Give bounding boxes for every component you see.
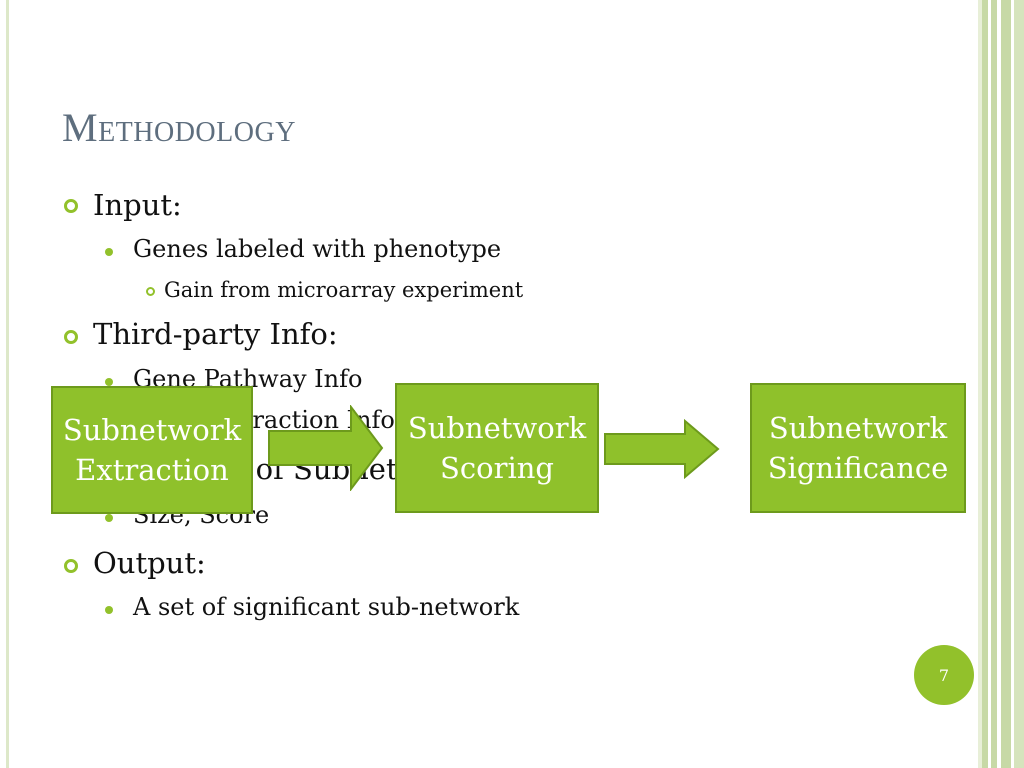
bullet-l1: Third-party Info: bbox=[93, 317, 338, 351]
ring-bullet-icon bbox=[146, 287, 155, 296]
right-arrow-icon bbox=[268, 405, 384, 491]
flow-step-extraction: Subnetwork Extraction bbox=[51, 386, 253, 514]
flow-step-line: Scoring bbox=[440, 451, 554, 485]
stripe bbox=[988, 0, 991, 768]
dot-bullet-icon bbox=[105, 606, 113, 614]
ring-bullet-icon bbox=[64, 330, 78, 344]
bullet-l2: Genes labeled with phenotype bbox=[133, 235, 502, 263]
page-number-badge: 7 bbox=[914, 645, 974, 705]
ring-bullet-icon bbox=[64, 559, 78, 573]
bullet-l1: Input: bbox=[93, 188, 182, 222]
dot-bullet-icon bbox=[105, 248, 113, 256]
flow-step-line: Subnetwork bbox=[768, 411, 948, 445]
stripe bbox=[978, 0, 982, 768]
flow-step-line: Significance bbox=[767, 451, 949, 485]
stripe bbox=[1014, 0, 1024, 768]
slide-title: Methodology bbox=[62, 105, 296, 150]
ring-bullet-icon bbox=[64, 199, 78, 213]
stripe bbox=[997, 0, 1001, 768]
right-arrow-icon bbox=[604, 419, 720, 479]
decor-left-line bbox=[6, 0, 9, 768]
flow-step-line: Subnetwork bbox=[62, 413, 242, 447]
flow-step-line: Subnetwork bbox=[407, 411, 587, 445]
stripe bbox=[982, 0, 988, 768]
stripe bbox=[1001, 0, 1011, 768]
flow-step-line: Extraction bbox=[75, 453, 229, 487]
stripe bbox=[1011, 0, 1014, 768]
stripe bbox=[991, 0, 997, 768]
bullet-l1: Output: bbox=[93, 546, 206, 580]
bullet-l2: A set of significant sub-network bbox=[133, 593, 520, 621]
bullet-l3: Gain from microarray experiment bbox=[164, 278, 524, 302]
flow-step-scoring: Subnetwork Scoring bbox=[395, 383, 599, 513]
flow-step-significance: Subnetwork Significance bbox=[750, 383, 966, 513]
dot-bullet-icon bbox=[105, 514, 113, 522]
dot-bullet-icon bbox=[105, 378, 113, 386]
